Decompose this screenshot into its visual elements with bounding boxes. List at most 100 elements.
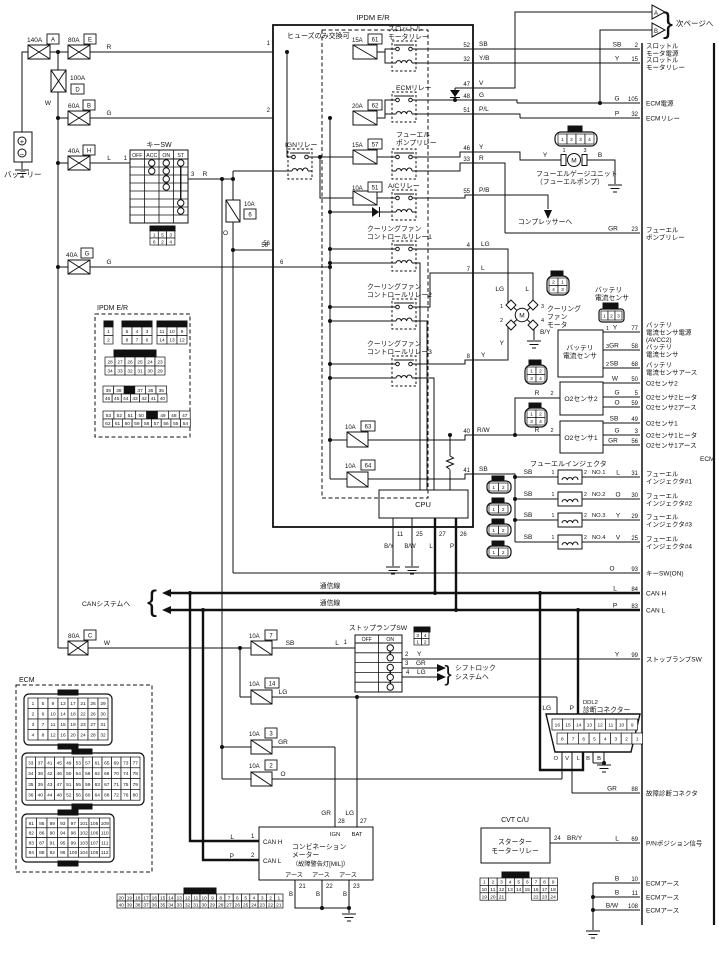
connector-pin-number: 15 [60, 722, 66, 728]
connector-pin-number: 8 [219, 895, 222, 901]
motor-terminal [581, 154, 588, 166]
diagram-label: O [553, 756, 558, 762]
diagram-label: 次ページへ [676, 18, 714, 28]
connector-pin-number: 1 [278, 895, 281, 901]
connector-pin-number: 49 [160, 413, 166, 419]
diagram-label: 26 [460, 532, 467, 538]
connector-pin-number: 21 [80, 701, 86, 707]
diagram-label: 3 [191, 172, 195, 178]
fuel-pump-motor-icon [567, 153, 581, 167]
connector-pin-number: 23 [542, 894, 548, 900]
connector-pin-number: 32 [127, 368, 133, 374]
connector-pin-number: 12 [179, 338, 185, 344]
diagram-label: ECM [700, 456, 714, 463]
connector-pin-number: 15 [525, 887, 531, 893]
wire [319, 157, 353, 199]
diagram-label: IGN [330, 832, 340, 838]
connector-pin-number: 50 [66, 771, 72, 777]
connector-pin-number: 2 [552, 280, 555, 286]
diagram-label: 1 [344, 640, 348, 646]
diagram-label: ファン [547, 313, 568, 321]
connector-pin-number: 4 [136, 329, 139, 335]
diagram-label: 6 [280, 260, 284, 266]
ecm-pin-label: P/Nポジション信号 [646, 839, 703, 848]
junction-dot [220, 177, 224, 181]
connector-pin-number: 13 [169, 338, 175, 344]
connector-tab [156, 320, 188, 328]
diagram-label: B [598, 152, 602, 159]
fuse-code: D [75, 88, 80, 94]
junction-dot [188, 591, 192, 595]
diagram-label: 25 [416, 532, 423, 538]
diagram-label: A/Cリレー [388, 183, 420, 190]
diagram-label: } [663, 7, 673, 40]
connector-pin-number: 42 [47, 771, 53, 777]
injector-coil [557, 534, 583, 550]
diagram-label: L [335, 640, 339, 647]
connector-pin-number: 1 [416, 640, 419, 646]
diagram-label: B/Y [540, 329, 551, 336]
switch-contact [177, 199, 185, 207]
connector-pin-number: 35 [159, 388, 165, 394]
diagram-label: LG [417, 669, 426, 676]
diagram-label: 2 [584, 535, 587, 541]
junction-dot [513, 433, 517, 437]
connector-pin-number: 105 [90, 821, 98, 827]
fuse-code-box [80, 247, 94, 259]
connector-pin-number: 40 [38, 793, 44, 799]
arrow-icon [437, 664, 446, 672]
connector-tab [602, 302, 619, 310]
ecm-pin-number: 77 [631, 326, 638, 332]
connector-pin-number: 39 [106, 388, 112, 394]
connector-pin-number: 12 [50, 733, 56, 739]
connector-pin-number: 62 [105, 421, 111, 427]
ecm-pin-label: キーSW(ON) [646, 571, 684, 578]
wire [352, 149, 378, 165]
connector-pin-number: 39 [127, 902, 133, 908]
fuse-area-box [321, 29, 429, 499]
fuse-code: 61 [372, 38, 379, 44]
wire [416, 151, 561, 161]
ecm-pin-number: 3 [635, 429, 639, 435]
connector-pin-number: 49 [66, 760, 72, 766]
diagram-label: 10A [249, 732, 260, 738]
junction-dot [231, 248, 235, 252]
connector-pin-number: 80 [133, 793, 139, 799]
junction-dot [328, 319, 332, 323]
connector-pin-number: 18 [70, 712, 76, 718]
diagram-label: 10A [249, 682, 260, 688]
diagram-label: B/Y [384, 544, 394, 550]
connector-pin-number: 4 [604, 736, 607, 742]
wire [352, 110, 378, 126]
relay-contact [304, 154, 309, 160]
diagram-label: 10A [352, 186, 363, 192]
diagram-label: O [223, 230, 228, 237]
connector-pin-number: 13 [60, 701, 66, 707]
diagram-label: L [481, 265, 485, 272]
fuse-code: G [85, 252, 90, 258]
ecm-pin-label: フューエル [646, 492, 679, 500]
connector-pin-number: 7 [228, 895, 231, 901]
diagram-label: NO.4 [592, 535, 606, 541]
connector-pin-number: 69 [114, 760, 120, 766]
switch-contact [162, 159, 170, 167]
connector-pin-number: 3 [500, 880, 503, 886]
connector-pin-number: 2 [424, 640, 427, 646]
diagram-label: + [20, 137, 25, 146]
fuse-code: B [87, 104, 91, 110]
wire-color-label: GR [607, 786, 617, 793]
ecm-pin-label: ECMリレー [646, 116, 680, 123]
connector-pin-number: 5 [593, 736, 596, 742]
connector-pin-number: 10 [201, 895, 207, 901]
diagram-label: 2 [584, 470, 587, 476]
o2-sensor-1-box [559, 420, 604, 454]
diagram-label: 1 [552, 535, 555, 541]
connector-pin-number: 4 [588, 137, 591, 143]
connector-pin-number: 52 [117, 413, 123, 419]
diagram-label: CAN H [263, 839, 282, 846]
connector-pin-cell [535, 374, 546, 383]
wire [455, 11, 652, 89]
diagram-label: G [106, 259, 111, 266]
connector-pin-number: 51 [66, 782, 72, 788]
connector-pin-number: 2 [502, 485, 505, 491]
